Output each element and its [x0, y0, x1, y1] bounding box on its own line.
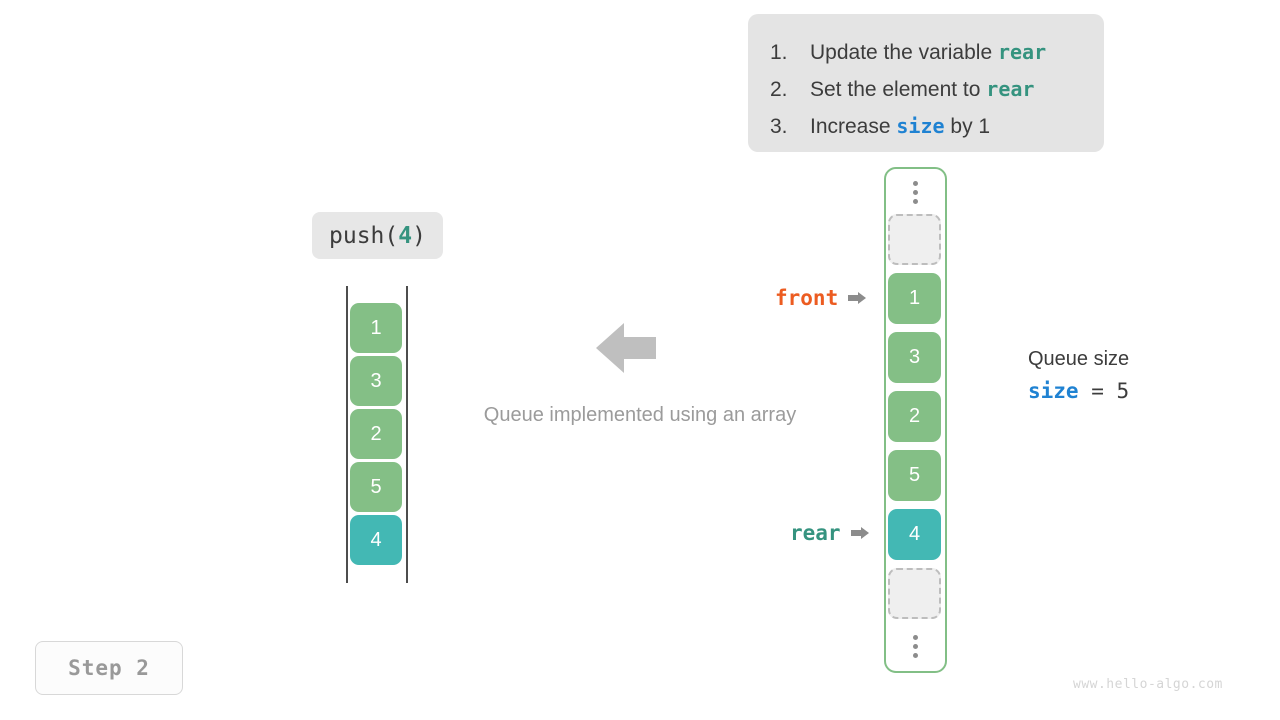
front-pointer: front [775, 286, 867, 310]
instruction-text: Update the variable [810, 41, 998, 64]
queue-cell-empty [888, 568, 941, 619]
queue-container: 1 3 2 5 4 [884, 167, 947, 673]
queue-cell: 5 [888, 450, 941, 501]
queue-cell-empty [888, 214, 941, 265]
instruction-text: Increase [810, 115, 897, 138]
arrow-left-icon [596, 322, 656, 374]
queue-cell: 2 [888, 391, 941, 442]
left-array-cells: 1 3 2 5 4 [350, 303, 402, 568]
queue-size-value-line: size = 5 [1028, 374, 1129, 409]
diagram-caption: Queue implemented using an array [483, 404, 797, 426]
pointer-arrow-icon [848, 292, 867, 304]
instruction-number: 1. [770, 41, 788, 64]
rear-pointer-label: rear [790, 521, 841, 545]
queue-size-title: Queue size [1028, 348, 1130, 370]
operation-close-paren: ) [412, 222, 426, 249]
operation-label: push(4) [312, 212, 443, 259]
queue-cells: 1 3 2 5 4 [888, 214, 943, 627]
queue-size-variable: size [1028, 379, 1079, 403]
rear-pointer: rear [790, 521, 869, 545]
instruction-number: 2. [770, 78, 788, 101]
array-cell: 5 [350, 462, 402, 512]
queue-cell-highlighted: 4 [888, 509, 941, 560]
instruction-code-rear: rear [986, 77, 1035, 101]
queue-size-equals: = [1078, 379, 1117, 403]
array-cell: 2 [350, 409, 402, 459]
step-badge: Step 2 [35, 641, 183, 695]
array-left-boundary [346, 286, 348, 583]
operation-argument: 4 [398, 222, 413, 249]
watermark: www.hello-algo.com [1073, 677, 1223, 692]
array-cell: 1 [350, 303, 402, 353]
instruction-item: 2. Set the element to rear [770, 71, 1080, 108]
operation-name: push( [329, 222, 399, 249]
vertical-ellipsis-icon-bottom [886, 623, 945, 669]
instruction-item: 1. Update the variable rear [770, 34, 1080, 71]
instruction-code-rear: rear [997, 40, 1047, 64]
instruction-text-suffix: by 1 [944, 115, 991, 138]
left-array: 1 3 2 5 4 [346, 286, 408, 583]
pointer-arrow-icon [850, 527, 869, 539]
queue-size-readout: Queue size size = 5 [1028, 344, 1129, 409]
instruction-text: Set the element to [810, 78, 987, 101]
instruction-code-size: size [896, 114, 945, 138]
queue-cell: 1 [888, 273, 941, 324]
instruction-panel: 1. Update the variable rear 2. Set the e… [748, 14, 1104, 152]
array-cell: 3 [350, 356, 402, 406]
array-right-boundary [406, 286, 408, 583]
queue-cell: 3 [888, 332, 941, 383]
front-pointer-label: front [775, 286, 839, 310]
array-cell-highlighted: 4 [350, 515, 402, 565]
instruction-number: 3. [770, 115, 788, 138]
vertical-ellipsis-icon-top [886, 169, 945, 215]
queue-size-value: 5 [1116, 379, 1130, 403]
instruction-item: 3. Increase size by 1 [770, 108, 1080, 145]
